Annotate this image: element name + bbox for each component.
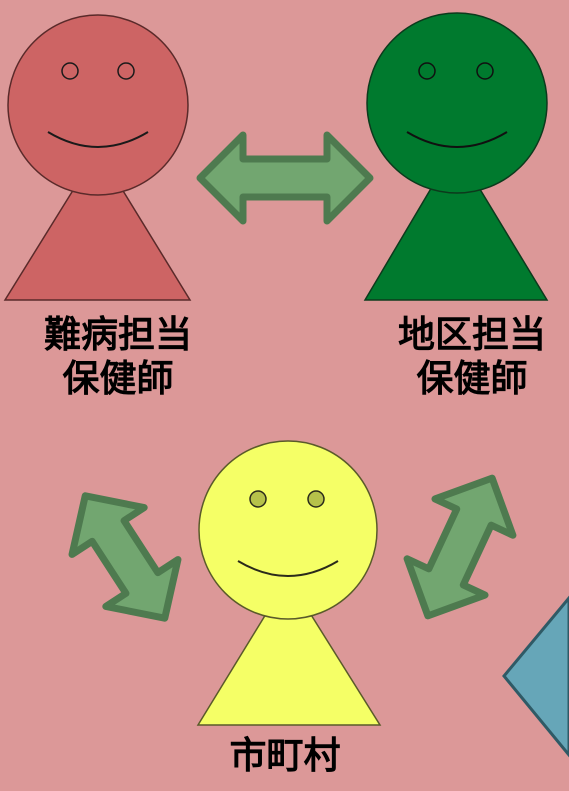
city-person-left-eye (249, 490, 267, 508)
chiku-person-left-eye (418, 62, 436, 80)
city-person-body (196, 576, 382, 726)
nanbyo-hokenshi-label: 難病担当 保健師 (18, 313, 218, 402)
city-person-right-eye (307, 490, 325, 508)
city-person-head (198, 440, 378, 620)
chiku-person-smile (406, 131, 508, 148)
nanbyo-label-line2: 保健師 (62, 357, 174, 401)
chiku-person-body (363, 146, 549, 301)
double-arrow-horizontal (196, 131, 374, 225)
chiku-person-figure (363, 12, 549, 301)
nanbyo-person-body (3, 148, 192, 301)
chiku-label-line2: 保健師 (416, 357, 528, 401)
chiku-person-head (366, 12, 548, 194)
chiku-person-right-eye (476, 62, 494, 80)
double-arrow-right-diagonal (403, 474, 517, 620)
chiku-hokenshi-label: 地区担当 保健師 (372, 313, 569, 402)
city-person-figure (196, 440, 382, 726)
nanbyo-person-left-eye (61, 62, 79, 80)
partial-arrow-shape (502, 595, 569, 758)
city-person-smile (237, 560, 339, 577)
nanbyo-person-right-eye (117, 62, 135, 80)
nanbyo-person-head (7, 14, 189, 196)
nanbyo-label-line1: 難病担当 (44, 313, 192, 356)
city-label-line1: 市町村 (229, 734, 341, 777)
chiku-label-line1: 地区担当 (398, 313, 546, 356)
nanbyo-person-smile (47, 131, 149, 148)
nanbyo-person-figure (3, 14, 192, 301)
city-label: 市町村 (200, 734, 370, 778)
double-arrow-left-diagonal (68, 492, 182, 622)
